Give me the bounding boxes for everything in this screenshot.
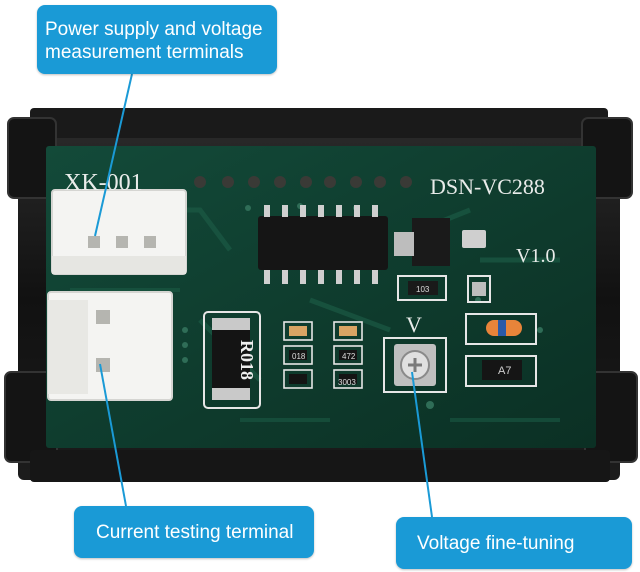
callout-power-supply: Power supply and voltage measurement ter…: [37, 5, 277, 74]
model-label: XK-001: [64, 170, 143, 196]
callout-current-testing: Current testing terminal: [74, 506, 314, 558]
smd-code-3: 472: [342, 352, 356, 361]
resistor-code: R018: [237, 340, 257, 380]
pot-label: V: [406, 312, 422, 337]
smd-code-2: 018: [292, 352, 306, 361]
smd-code-4: 3003: [338, 378, 356, 387]
pcb-board: [46, 146, 596, 448]
version-label: V1.0: [516, 245, 555, 267]
part-label: DSN-VC288: [430, 174, 545, 199]
smd-code-5: A7: [498, 365, 511, 377]
smd-code-1: 103: [416, 285, 430, 294]
callout-pointers: [94, 73, 433, 518]
callout-voltage-tuning: Voltage fine-tuning: [396, 517, 632, 569]
callout-voltage-tuning-text: Voltage fine-tuning: [417, 533, 575, 554]
callout-power-supply-line1: Power supply and voltage: [45, 19, 263, 40]
callout-power-supply-line2: measurement terminals: [45, 42, 244, 63]
callout-current-testing-text: Current testing terminal: [96, 522, 294, 543]
